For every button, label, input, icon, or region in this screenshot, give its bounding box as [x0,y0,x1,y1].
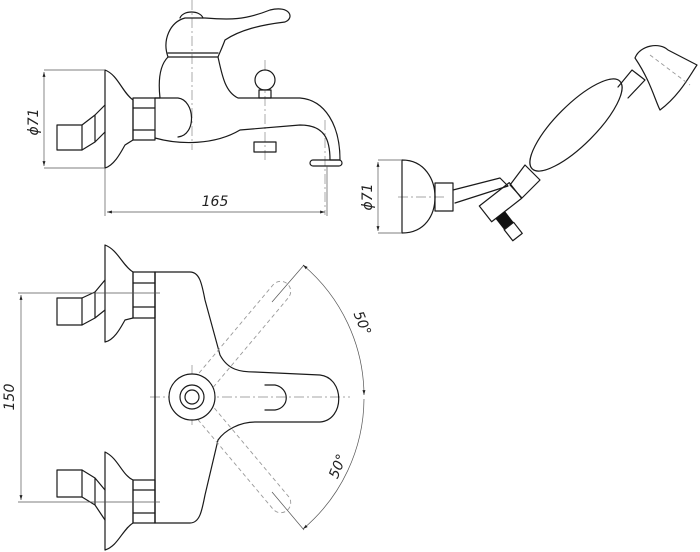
wall-flange [104,69,134,169]
lever-angle-down-label: 50° [326,452,350,481]
inlet-spacing-label: 150 [2,384,18,411]
hex-nut [132,97,156,141]
lever-angle-up-label: 50° [350,309,374,338]
spout-length-label: 165 [202,194,229,210]
shower-flange-diameter-label: ϕ71 [360,183,376,210]
shower-handle [529,78,623,172]
hand-shower-view: ϕ71 [360,44,698,242]
side-elevation-view: ϕ71 165 [26,0,343,216]
diverter-knob [254,69,276,91]
inlet-connector [56,124,83,151]
hose-connector [495,211,514,230]
spout-tip [309,159,343,167]
lever-pivot [168,373,216,421]
shower-wall-flange [401,159,436,234]
flange-diameter-label: ϕ71 [26,108,42,135]
plan-view: 50° 50° 150 [2,244,374,551]
shower-head [634,44,698,111]
mixer-body [154,271,340,524]
